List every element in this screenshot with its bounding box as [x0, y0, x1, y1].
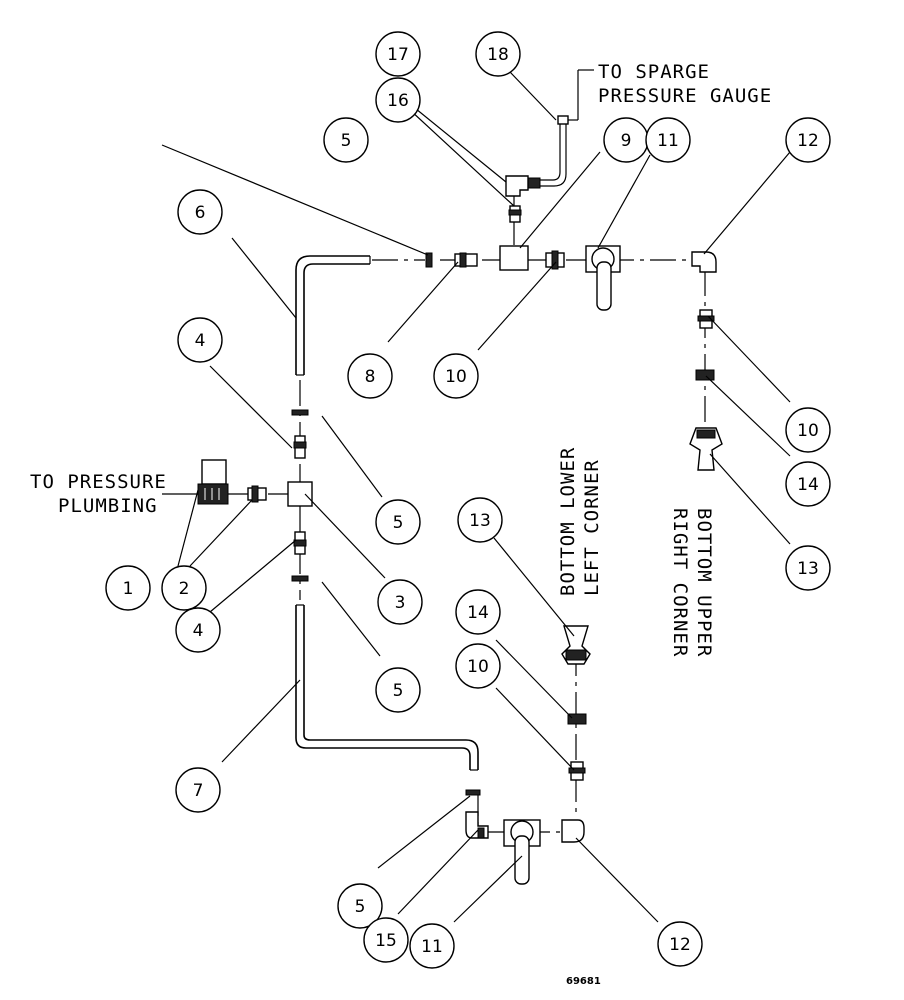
callout-12-top: 12 — [785, 117, 831, 163]
ball-valve-11-lower — [503, 819, 541, 885]
callout-17: 17 — [375, 31, 421, 77]
callout-14-lower: 14 — [455, 589, 501, 635]
svg-text:8: 8 — [365, 367, 376, 387]
callout-11-lower: 11 — [409, 923, 455, 969]
callout-6: 6 — [177, 189, 223, 235]
callout-16: 16 — [375, 77, 421, 123]
solenoid-valve — [197, 459, 229, 505]
svg-text:15: 15 — [375, 931, 397, 951]
svg-text:10: 10 — [445, 367, 467, 387]
svg-text:16: 16 — [387, 91, 409, 111]
svg-text:4: 4 — [193, 621, 204, 641]
callout-5-b: 5 — [375, 499, 421, 545]
nut-14-lower — [567, 713, 587, 725]
svg-text:11: 11 — [421, 937, 443, 957]
clamp-5-c — [425, 252, 433, 268]
callout-12-lower: 12 — [657, 921, 703, 967]
nut-14-right — [695, 369, 715, 381]
callout-3: 3 — [377, 579, 423, 625]
callout-balloons: 1 2 3 4 4 5 5 5 5 6 7 8 9 10 10 10 11 11… — [105, 31, 831, 969]
callout-1: 1 — [105, 565, 151, 611]
callout-14-right: 14 — [785, 461, 831, 507]
gauge-tube — [540, 122, 567, 187]
clamp-5-b — [291, 575, 309, 582]
callout-4-b: 4 — [175, 607, 221, 653]
svg-text:BOTTOM LOWER: BOTTOM LOWER — [557, 447, 579, 596]
tee-3 — [287, 481, 313, 507]
svg-text:RIGHT CORNER: RIGHT CORNER — [669, 508, 691, 657]
svg-text:5: 5 — [393, 681, 404, 701]
callout-8: 8 — [347, 353, 393, 399]
callout-13-lower: 13 — [457, 497, 503, 543]
callout-10-lower: 10 — [455, 643, 501, 689]
elbow-17 — [505, 175, 529, 197]
clamp-5-d — [465, 789, 481, 796]
svg-text:BOTTOM UPPER: BOTTOM UPPER — [693, 508, 715, 657]
svg-text:3: 3 — [395, 593, 406, 613]
svg-text:5: 5 — [341, 131, 352, 151]
svg-text:10: 10 — [797, 421, 819, 441]
callout-5-top: 5 — [323, 117, 369, 163]
callout-7: 7 — [175, 767, 221, 813]
pipe-6 — [295, 255, 370, 375]
svg-text:1: 1 — [123, 579, 134, 599]
svg-text:6: 6 — [195, 203, 206, 223]
svg-text:5: 5 — [393, 513, 404, 533]
callout-10-top: 10 — [433, 353, 479, 399]
hose-barb-8 — [454, 252, 478, 268]
svg-text:2: 2 — [179, 579, 190, 599]
svg-text:4: 4 — [195, 331, 206, 351]
callout-5-c: 5 — [375, 667, 421, 713]
elbow-12-top — [691, 251, 717, 273]
svg-text:13: 13 — [469, 511, 491, 531]
svg-text:11: 11 — [657, 131, 679, 151]
svg-text:14: 14 — [467, 603, 489, 623]
svg-text:12: 12 — [797, 131, 819, 151]
callout-18: 18 — [475, 31, 521, 77]
pipe-7 — [295, 605, 479, 770]
elbow-15 — [465, 811, 489, 839]
note-sparge-line2: PRESSURE GAUGE — [598, 85, 772, 107]
nipple-2 — [247, 485, 267, 503]
svg-text:LEFT CORNER: LEFT CORNER — [581, 459, 603, 596]
svg-text:14: 14 — [797, 475, 819, 495]
note-sparge-line1: TO SPARGE — [598, 61, 710, 83]
note-pressure-line1: TO PRESSURE — [30, 471, 167, 493]
callout-4-a: 4 — [177, 317, 223, 363]
callout-9: 9 — [603, 117, 649, 163]
svg-text:18: 18 — [487, 45, 509, 65]
callout-13-right: 13 — [785, 545, 831, 591]
ball-valve-11-top — [585, 245, 621, 311]
svg-text:9: 9 — [621, 131, 632, 151]
svg-text:12: 12 — [669, 935, 691, 955]
note-pressure-line2: PLUMBING — [58, 495, 158, 517]
svg-text:5: 5 — [355, 897, 366, 917]
callout-15: 15 — [363, 917, 409, 963]
clamp-5-a — [291, 409, 309, 416]
svg-text:13: 13 — [797, 559, 819, 579]
callout-2: 2 — [161, 565, 207, 611]
leaders — [161, 71, 791, 923]
svg-text:10: 10 — [467, 657, 489, 677]
svg-text:7: 7 — [193, 781, 204, 801]
svg-text:17: 17 — [387, 45, 409, 65]
note-upper-corner: BOTTOM UPPER RIGHT CORNER — [669, 508, 715, 657]
callout-5-d: 5 — [337, 883, 383, 929]
tee-9 — [499, 245, 529, 271]
elbow-12-lower — [561, 819, 585, 843]
note-lower-corner: BOTTOM LOWER LEFT CORNER — [557, 447, 603, 596]
callout-11-top: 11 — [645, 117, 691, 163]
drawing-number: 69681 — [566, 976, 601, 987]
callout-10-right: 10 — [785, 407, 831, 453]
